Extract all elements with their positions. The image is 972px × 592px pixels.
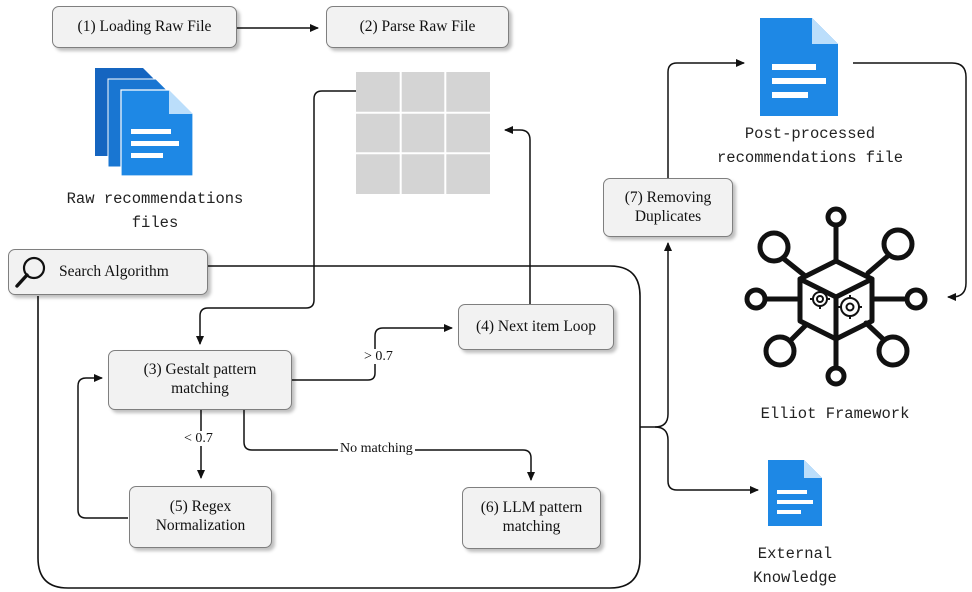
edge-container-external xyxy=(654,426,759,494)
search-algorithm-container xyxy=(37,265,641,589)
external-document-icon xyxy=(768,460,822,526)
raw-files-caption: Raw recommendations files xyxy=(66,190,244,233)
step-3-box: (3) Gestalt pattern matching xyxy=(108,350,292,410)
edge-label-none: No matching xyxy=(338,441,415,457)
step-6-box: (6) LLM pattern matching xyxy=(462,487,601,549)
step-5-box: (5) Regex Normalization xyxy=(129,486,272,548)
edge-label-gt: > 0.7 xyxy=(362,349,395,365)
elliot-framework-icon xyxy=(744,206,928,387)
edge-label-lt: < 0.7 xyxy=(182,431,215,447)
document-stack-icon xyxy=(95,68,194,177)
edge-container-7 xyxy=(640,242,672,428)
edge-grid-3 xyxy=(196,90,356,345)
step-7-box: (7) Removing Duplicates xyxy=(603,178,733,237)
parsed-table-grid-icon xyxy=(356,72,490,194)
edge-4-grid xyxy=(504,126,531,304)
search-algorithm-box: Search Algorithm xyxy=(8,249,208,295)
external-knowledge-caption: External Knowledge xyxy=(753,545,837,588)
edge-post-elliot xyxy=(853,62,967,301)
edge-5-3 xyxy=(77,374,128,519)
search-algorithm-label: Search Algorithm xyxy=(59,262,169,280)
step-2-box: (2) Parse Raw File xyxy=(326,6,509,48)
edge-7-post xyxy=(667,59,745,178)
step-4-box: (4) Next item Loop xyxy=(458,304,614,350)
step-1-box: (1) Loading Raw File xyxy=(52,6,237,48)
post-processed-caption: Post-processed recommendations file xyxy=(716,125,904,168)
post-processed-document-icon xyxy=(760,18,838,116)
elliot-caption: Elliot Framework xyxy=(760,405,910,423)
search-icon xyxy=(15,256,46,288)
